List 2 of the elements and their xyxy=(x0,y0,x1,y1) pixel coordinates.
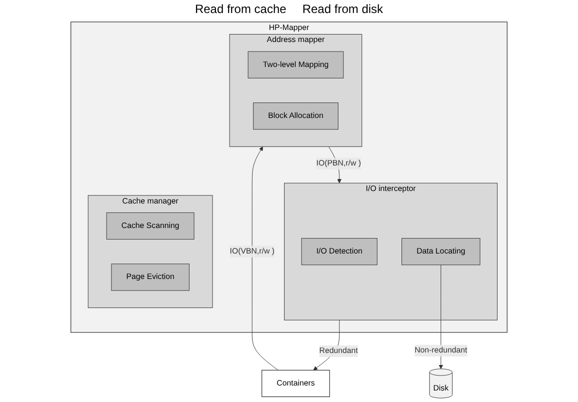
note-text: Read from disk xyxy=(302,2,384,16)
note-text: Read from cache xyxy=(194,2,286,16)
